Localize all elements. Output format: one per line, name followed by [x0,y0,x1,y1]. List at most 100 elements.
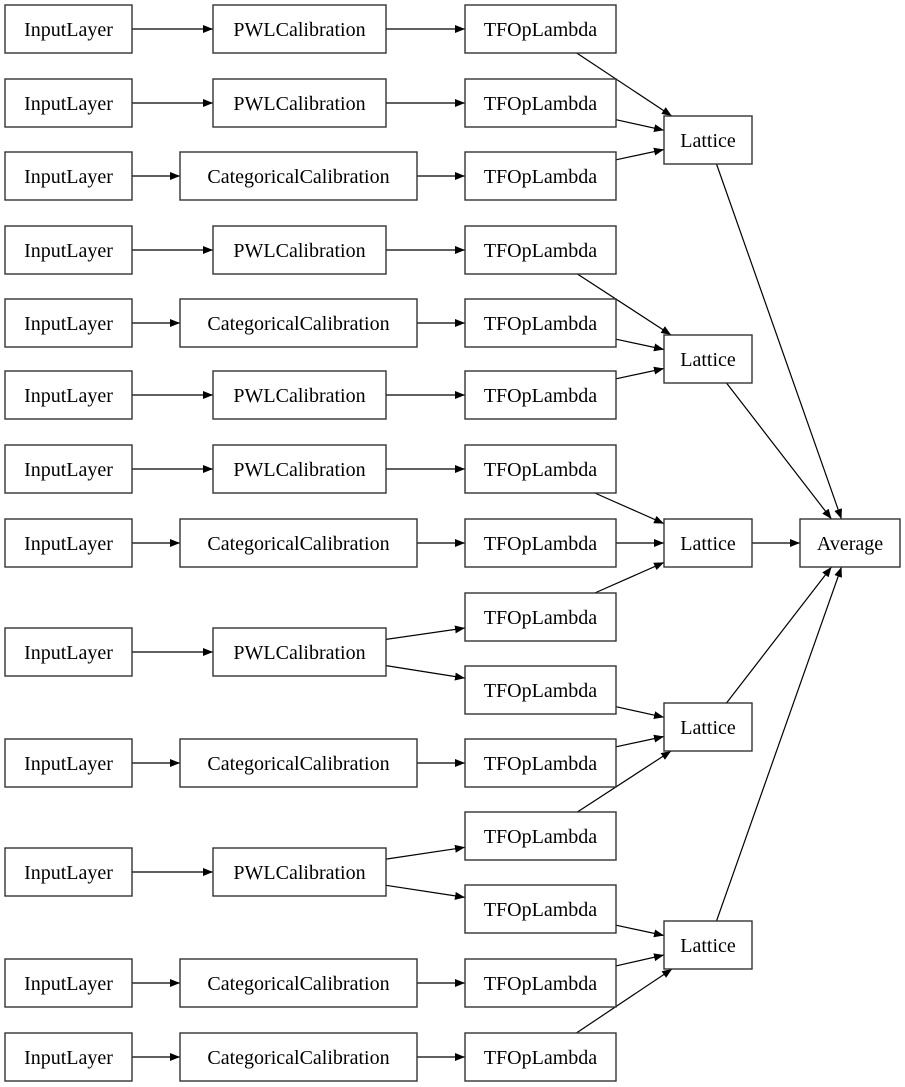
pwl-calibration-label: PWLCalibration [233,862,365,884]
node-tfop-lambda-tfop1: TFOpLambda [464,4,617,54]
categorical-calibration-label: CategoricalCalibration [207,1047,389,1069]
categorical-calibration-box [179,958,418,1008]
tfop-lambda-box [464,225,617,275]
edge-tfop9-to-lattice3 [594,561,665,594]
node-lattice-lattice4: Lattice [663,702,753,752]
lattice-box [663,334,753,384]
input-layer-label: InputLayer [24,166,113,188]
input-layer-label: InputLayer [24,93,113,115]
input-layer-label: InputLayer [24,459,113,481]
categorical-calibration-label: CategoricalCalibration [207,753,389,775]
lattice-box [663,702,753,752]
input-layer-box [4,627,133,677]
input-layer-label: InputLayer [24,753,113,775]
edge-tfop12-to-lattice4 [615,734,665,748]
pwl-calibration-box [212,225,387,275]
categorical-calibration-label: CategoricalCalibration [207,313,389,335]
tfop-lambda-label: TFOpLambda [484,607,597,629]
node-categorical-calibration-cat12: CategoricalCalibration [179,738,418,788]
edge-tfop2-to-lattice1 [615,119,665,133]
categorical-calibration-label: CategoricalCalibration [207,166,389,188]
node-pwl-calibration-pwl4: PWLCalibration [212,225,387,275]
node-categorical-calibration-cat8: CategoricalCalibration [179,518,418,568]
node-input-layer-input14: InputLayer [4,847,133,897]
tfop-lambda-label: TFOpLambda [484,753,597,775]
pwl-calibration-label: PWLCalibration [233,459,365,481]
node-categorical-calibration-cat5: CategoricalCalibration [179,298,418,348]
node-input-layer-input2: InputLayer [4,78,133,128]
tfop-lambda-label: TFOpLambda [484,533,597,555]
input-layer-label: InputLayer [24,533,113,555]
node-tfop-lambda-tfop13: TFOpLambda [464,811,617,861]
pwl-calibration-box [212,444,387,494]
node-input-layer-input8: InputLayer [4,518,133,568]
input-layer-label: InputLayer [24,1047,113,1069]
node-input-layer-input7: InputLayer [4,444,133,494]
input-layer-label: InputLayer [24,313,113,335]
tfop-lambda-label: TFOpLambda [484,385,597,407]
tfop-lambda-box [464,444,617,494]
node-input-layer-input6: InputLayer [4,370,133,420]
tfop-lambda-box [464,298,617,348]
pwl-calibration-label: PWLCalibration [233,240,365,262]
node-input-layer-input1: InputLayer [4,4,133,54]
node-lattice-lattice5: Lattice [663,920,753,970]
edge-tfop16-to-lattice5 [615,953,665,967]
categorical-calibration-box [179,518,418,568]
node-pwl-calibration-pwl2: PWLCalibration [212,78,387,128]
tfop-lambda-label: TFOpLambda [484,93,597,115]
node-input-layer-input12: InputLayer [4,738,133,788]
lattice-label: Lattice [680,130,736,152]
lattice-label: Lattice [680,935,736,957]
input-layer-box [4,370,133,420]
edge-tfop13-to-lattice4 [577,750,672,813]
tfop-lambda-label: TFOpLambda [484,166,597,188]
pwl-calibration-label: PWLCalibration [233,385,365,407]
tfop-lambda-box [464,884,617,934]
input-layer-box [4,444,133,494]
pwl-calibration-box [212,847,387,897]
average-label: Average [817,533,883,555]
input-layer-label: InputLayer [24,973,113,995]
tfop-lambda-label: TFOpLambda [484,826,597,848]
node-tfop-lambda-tfop15: TFOpLambda [464,884,617,934]
tfop-lambda-box [464,78,617,128]
input-layer-label: InputLayer [24,19,113,41]
tfop-lambda-box [464,811,617,861]
lattice-box [663,920,753,970]
edge-tfop6-to-lattice2 [615,366,665,380]
tfop-lambda-box [464,4,617,54]
edge-lattice2-to-average [726,382,832,520]
tfop-lambda-box [464,665,617,715]
tfop-lambda-box [464,1032,617,1082]
node-pwl-calibration-pwl1: PWLCalibration [212,4,387,54]
tfop-lambda-box [464,518,617,568]
tfop-lambda-label: TFOpLambda [484,680,597,702]
edge-tfop5-to-lattice2 [615,338,665,352]
input-layer-box [4,518,133,568]
node-input-layer-input10: InputLayer [4,627,133,677]
edge-pwl14-to-tfop15 [385,884,466,900]
lattice-box [663,115,753,165]
categorical-calibration-box [179,1032,418,1082]
tfop-lambda-box [464,738,617,788]
node-categorical-calibration-cat16: CategoricalCalibration [179,958,418,1008]
edges-layer [132,25,843,1061]
node-tfop-lambda-tfop17: TFOpLambda [464,1032,617,1082]
pwl-calibration-box [212,4,387,54]
pwl-calibration-box [212,370,387,420]
lattice-box [663,518,753,568]
categorical-calibration-box [179,298,418,348]
pwl-calibration-box [212,627,387,677]
average-box [799,518,901,568]
node-input-layer-input17: InputLayer [4,1032,133,1082]
node-tfop-lambda-tfop16: TFOpLambda [464,958,617,1008]
edge-tfop4-to-lattice2 [577,273,672,336]
tfop-lambda-label: TFOpLambda [484,1047,597,1069]
edge-lattice5-to-average [715,566,843,922]
edge-pwl14-to-tfop13 [385,844,466,860]
node-pwl-calibration-pwl14: PWLCalibration [212,847,387,897]
edge-tfop17-to-lattice5 [576,968,673,1034]
